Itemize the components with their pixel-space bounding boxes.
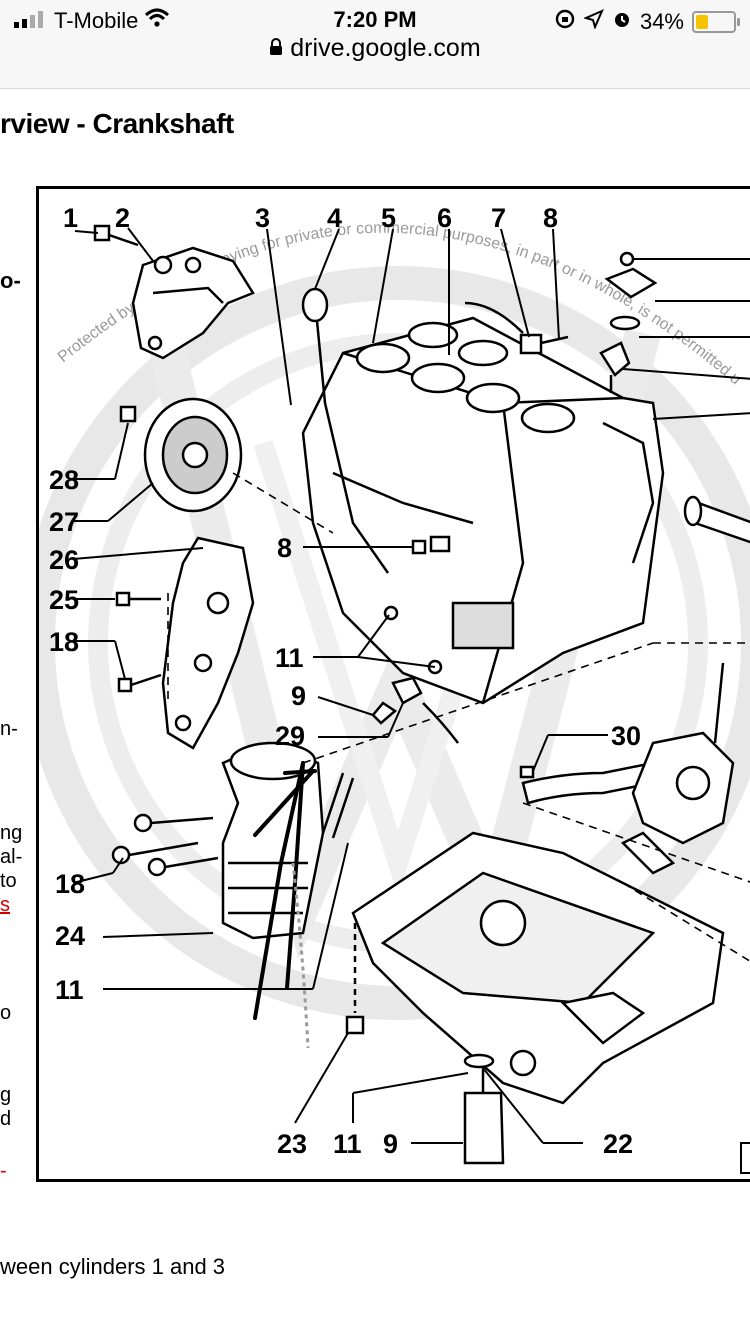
cylinder-block: [301, 316, 665, 705]
hanging-cord: [291, 862, 310, 1049]
side-fragment: ng: [0, 822, 23, 844]
callout-labels: 1 2 3 4 5 6 7 8 8 28 27 26 25 18 11 9 29…: [49, 203, 641, 1159]
bottom-caption: ween cylinders 1 and 3: [0, 1254, 226, 1279]
location-icon: [583, 9, 604, 35]
label-7: 7: [491, 203, 506, 233]
status-left: T-Mobile: [14, 8, 170, 34]
label-27: 27: [49, 507, 79, 537]
oil-level-sensor-9: [463, 1053, 505, 1165]
oil-pan: [351, 831, 725, 1105]
left-bracket: [161, 536, 255, 750]
side-link-fragment[interactable]: s: [0, 894, 10, 916]
rotation-lock-icon: [554, 8, 576, 36]
side-link-fragment[interactable]: -: [0, 1160, 7, 1182]
side-fragment: al-: [0, 846, 23, 868]
leader-lines: [72, 227, 750, 1144]
label-9-bottom: 9: [383, 1129, 398, 1159]
label-18-upper: 18: [49, 627, 79, 657]
url-bar[interactable]: drive.google.com: [0, 34, 750, 63]
carrier-label: T-Mobile: [54, 8, 139, 33]
label-6: 6: [437, 203, 452, 233]
corner-marker: [740, 1142, 750, 1174]
label-8-middle: 8: [277, 533, 292, 563]
label-1: 1: [63, 203, 78, 233]
label-30: 30: [611, 721, 641, 751]
label-28: 28: [49, 465, 79, 495]
upper-bracket: [131, 246, 255, 360]
status-bar: T-Mobile 7:20 PM 34% drive.google.com: [0, 0, 750, 89]
label-11-left: 11: [55, 975, 84, 1005]
signal-icon: [14, 8, 48, 34]
lock-icon: [269, 34, 290, 62]
label-3: 3: [255, 203, 270, 233]
battery-percent: 34%: [639, 9, 684, 34]
bolt-25: [115, 591, 161, 607]
label-5: 5: [381, 203, 396, 233]
middle-small-parts: [371, 535, 459, 744]
status-time: 7:20 PM: [333, 7, 417, 32]
bolts-18-lower: [111, 813, 219, 877]
side-fragment: to: [0, 870, 17, 892]
label-26: 26: [49, 545, 79, 575]
drain-plug-23: [345, 923, 365, 1035]
battery-icon: [692, 11, 740, 33]
crankshaft-pulley: [119, 397, 243, 513]
label-29: 29: [275, 721, 305, 751]
oil-pump: [519, 662, 735, 875]
label-18-lower: 18: [55, 869, 85, 899]
side-fragment: o: [0, 1002, 12, 1024]
dashed-assembly-lines: [167, 472, 750, 963]
label-4: 4: [327, 203, 342, 233]
engine-block-diagram: Protected by copyright. Copying for priv…: [0, 0, 750, 1174]
label-22: 22: [603, 1129, 633, 1159]
url-text: drive.google.com: [290, 34, 481, 62]
sensor-7: [464, 301, 569, 355]
side-fragment: g: [0, 1084, 12, 1106]
status-right: 34%: [554, 8, 740, 36]
label-11-bottom: 11: [333, 1129, 362, 1159]
wifi-icon: [144, 8, 170, 34]
label-24: 24: [55, 921, 85, 951]
label-9-middle: 9: [291, 681, 306, 711]
hand-drawn-marks: [253, 761, 317, 1020]
engine-diagram-frame: Protected by copyright. Copying for priv…: [0, 0, 750, 1182]
label-11-middle: 11: [275, 643, 304, 673]
side-fragment: d: [0, 1108, 12, 1130]
label-8: 8: [543, 203, 558, 233]
right-parts: [599, 251, 750, 544]
label-23: 23: [277, 1129, 307, 1159]
label-2: 2: [115, 203, 130, 233]
label-25: 25: [49, 585, 79, 615]
page-title: rview - Crankshaft: [0, 108, 234, 139]
side-fragment: o-: [0, 268, 21, 293]
side-fragment: n-: [0, 718, 18, 740]
alarm-icon: [612, 9, 632, 35]
